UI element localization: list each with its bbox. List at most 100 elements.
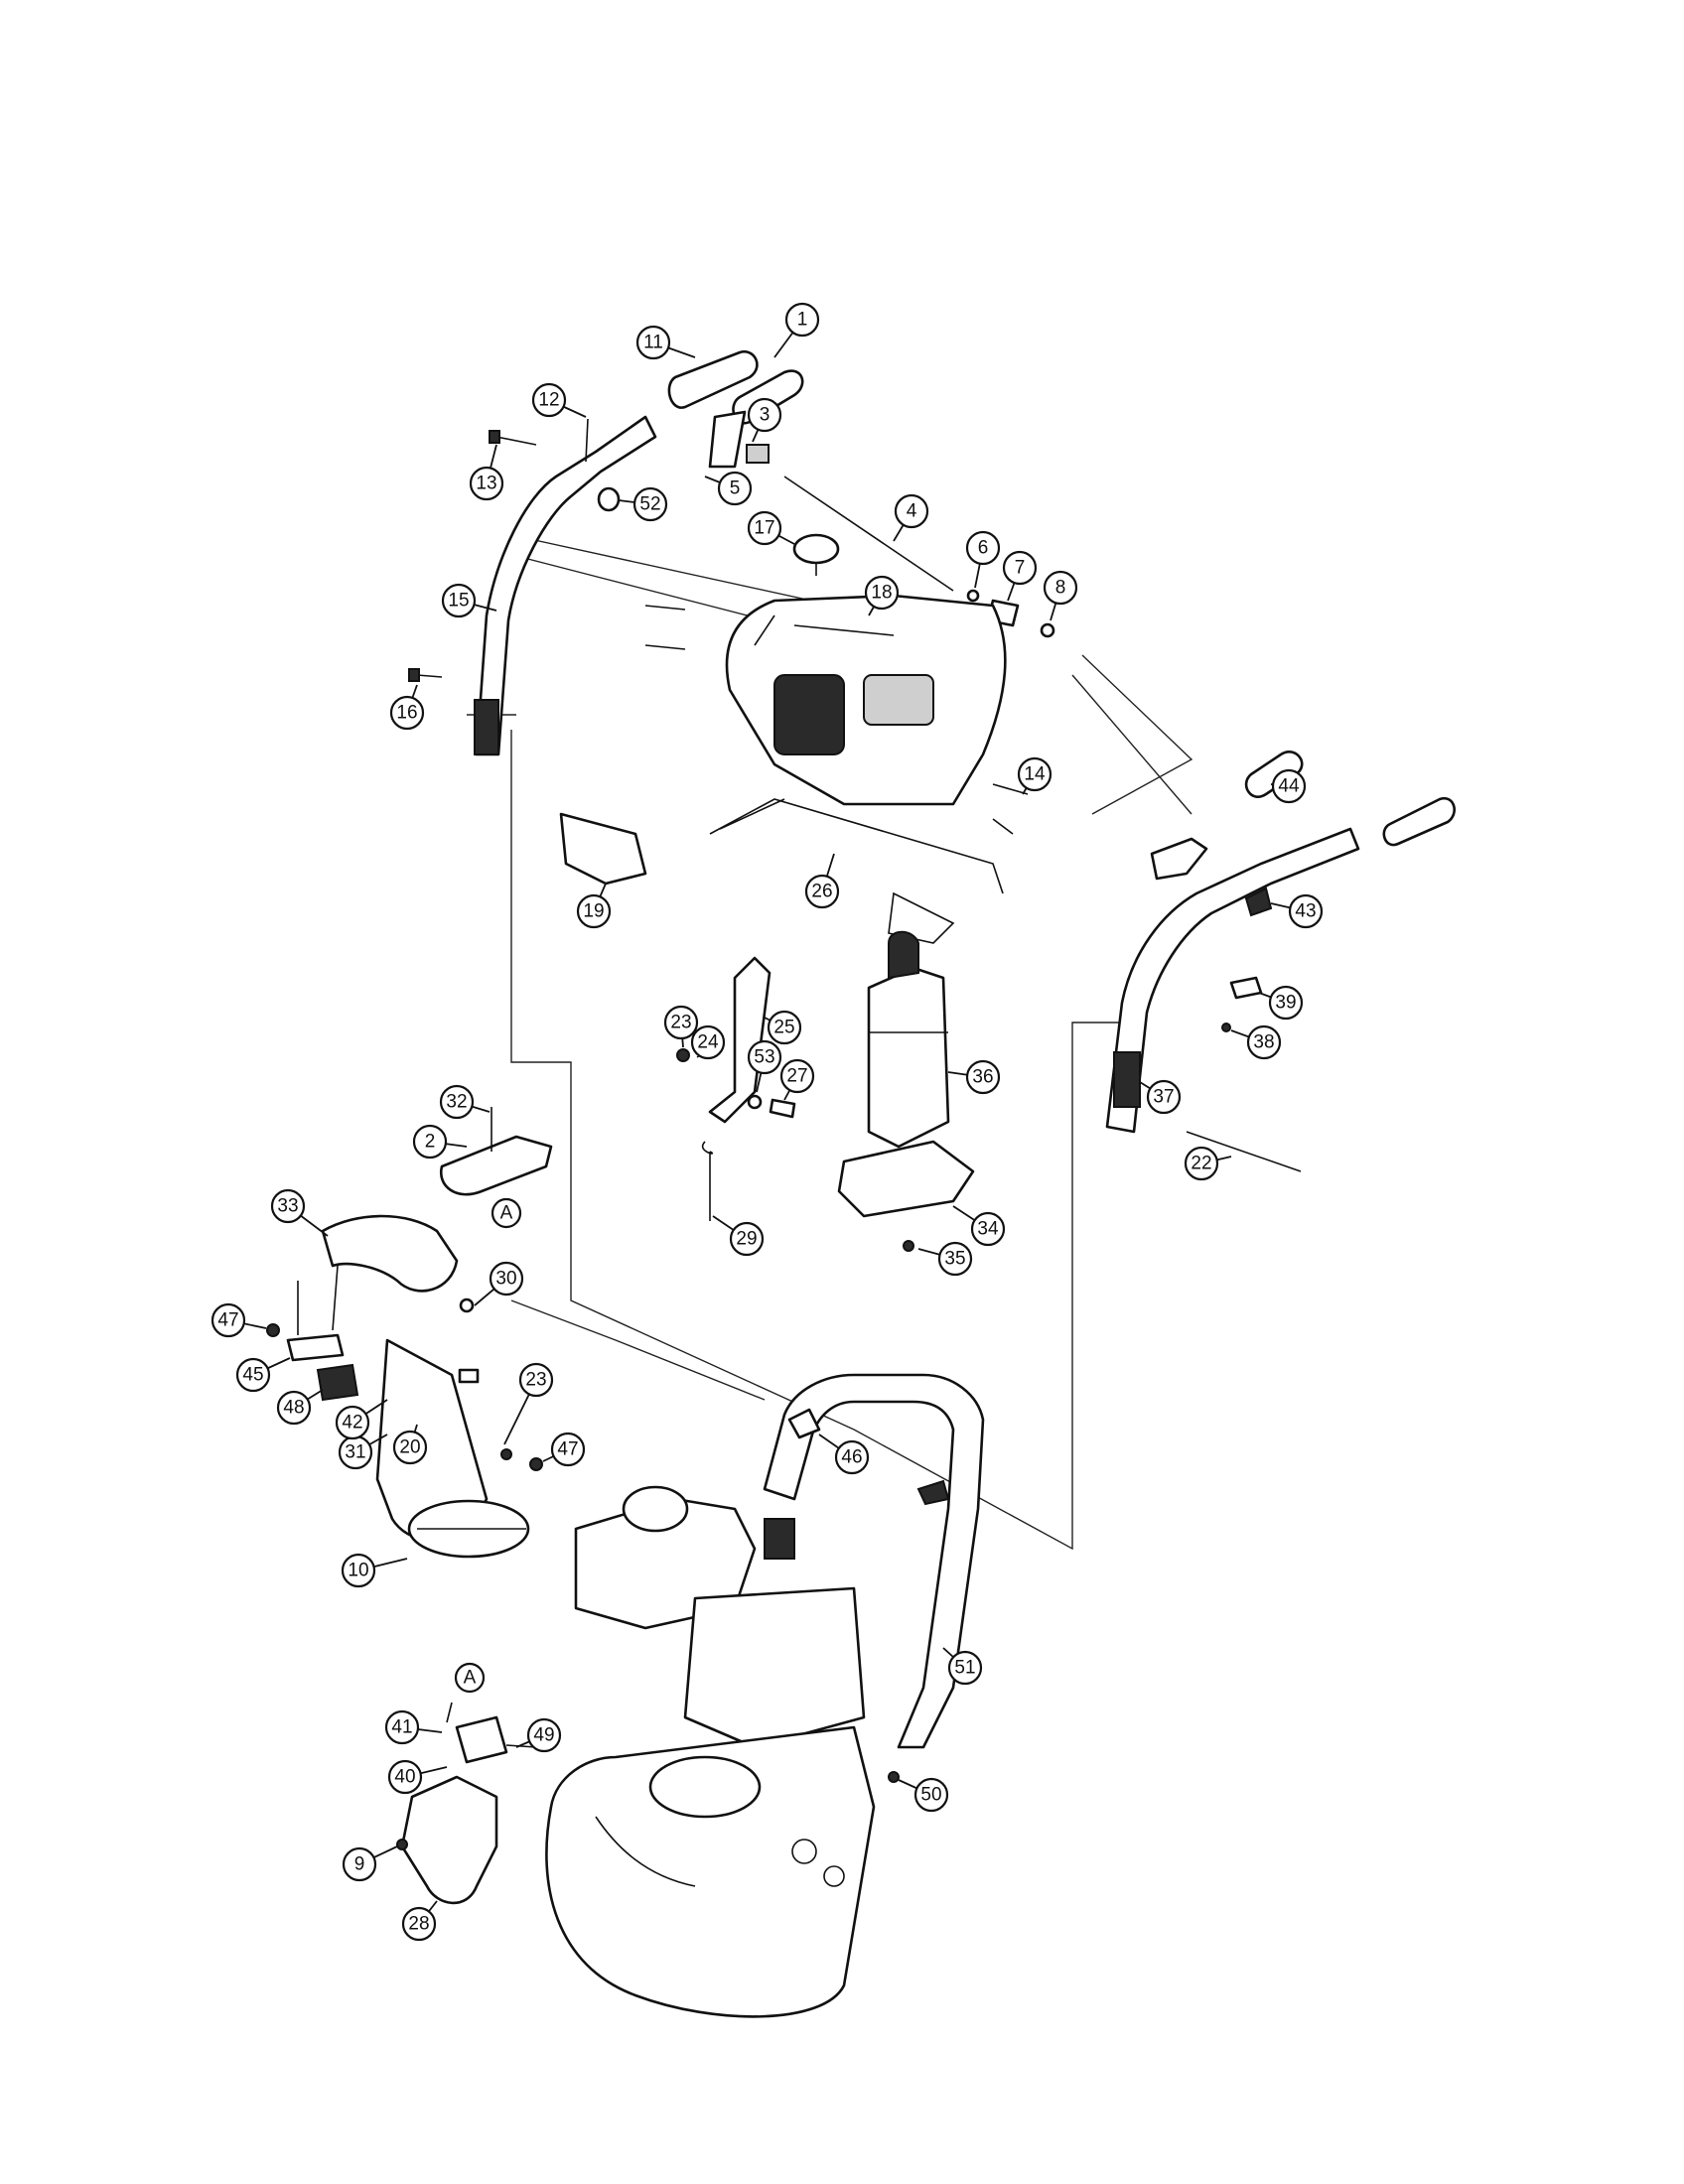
callout-number: 44 bbox=[1278, 776, 1300, 797]
screw bbox=[992, 783, 1029, 795]
callout-number: 28 bbox=[408, 1914, 429, 1935]
shift-lever-housing bbox=[867, 930, 950, 1149]
callout-48: 48 bbox=[276, 1389, 324, 1426]
callout-8: 8 bbox=[1043, 570, 1078, 621]
callout-circle bbox=[276, 1390, 312, 1426]
shift-rod-assembly bbox=[709, 798, 1004, 944]
callout-14: 14 bbox=[1017, 756, 1052, 795]
callout-26: 26 bbox=[804, 853, 840, 909]
chute bbox=[321, 1214, 459, 1293]
nut bbox=[966, 589, 980, 603]
engine-and-housing bbox=[545, 1373, 985, 2018]
callout-number: 43 bbox=[1295, 901, 1316, 922]
callout-number: 42 bbox=[342, 1413, 362, 1433]
callout-circle bbox=[1043, 570, 1078, 606]
callout-number: 48 bbox=[283, 1398, 304, 1419]
callout-circle bbox=[235, 1357, 271, 1393]
callout-45: 45 bbox=[235, 1357, 291, 1393]
callout-9: 9 bbox=[342, 1845, 398, 1882]
callout-number: 5 bbox=[730, 478, 741, 499]
callout-36: 36 bbox=[947, 1059, 1001, 1095]
callout-number: 31 bbox=[345, 1442, 365, 1463]
callout-3: 3 bbox=[747, 397, 782, 443]
callout-number: 8 bbox=[1055, 578, 1066, 599]
callout-20: 20 bbox=[392, 1424, 428, 1465]
left-grip bbox=[667, 349, 759, 409]
callout-number: 10 bbox=[348, 1561, 368, 1581]
callout-13: 13 bbox=[469, 444, 504, 501]
control-panel bbox=[725, 594, 1007, 806]
control-rod bbox=[783, 476, 954, 592]
callout-circle bbox=[717, 471, 753, 506]
callout-number: 33 bbox=[277, 1196, 298, 1217]
callout-circle bbox=[965, 1059, 1001, 1095]
callout-number: 37 bbox=[1153, 1087, 1174, 1108]
bolt-27 bbox=[769, 1098, 796, 1119]
callout-52: 52 bbox=[618, 486, 668, 522]
nut-23 bbox=[500, 1448, 512, 1460]
callout-circle bbox=[1002, 550, 1038, 586]
callout-49: 49 bbox=[515, 1717, 562, 1753]
callout-1: 1 bbox=[773, 302, 820, 358]
callout-number: 1 bbox=[797, 310, 808, 331]
bolt bbox=[644, 644, 686, 650]
callout-circle bbox=[1017, 756, 1052, 792]
callout-number: 3 bbox=[760, 405, 771, 426]
callout-number: 32 bbox=[446, 1092, 467, 1113]
callout-4: 4 bbox=[893, 493, 929, 542]
callout-number: 36 bbox=[972, 1067, 993, 1088]
callout-46: 46 bbox=[818, 1433, 870, 1475]
callout-circle bbox=[1288, 893, 1324, 929]
washer-30 bbox=[459, 1297, 475, 1313]
callout-23a: 23 bbox=[663, 1005, 699, 1048]
callout-circle bbox=[894, 493, 929, 529]
callout-6: 6 bbox=[965, 530, 1001, 589]
bracket-45 bbox=[286, 1333, 345, 1362]
callout-number: 34 bbox=[977, 1219, 999, 1240]
callout-39: 39 bbox=[1258, 985, 1304, 1021]
callout-circle bbox=[401, 1906, 437, 1942]
callout-43: 43 bbox=[1270, 893, 1324, 929]
callout-number: 26 bbox=[811, 882, 832, 902]
callout-circle bbox=[384, 1709, 420, 1745]
lever-plate bbox=[708, 956, 772, 1124]
callout-circle bbox=[747, 1039, 782, 1075]
callout-number: 30 bbox=[495, 1269, 516, 1290]
callout-circle bbox=[387, 1759, 423, 1795]
callout-circle bbox=[690, 1024, 726, 1060]
callout-circle bbox=[729, 1221, 765, 1257]
callout-number: 29 bbox=[736, 1229, 757, 1250]
bolt bbox=[495, 436, 537, 446]
nut bbox=[676, 1048, 690, 1062]
callout-12: 12 bbox=[531, 382, 587, 418]
bolt-long bbox=[416, 674, 443, 678]
callout-47b: 47 bbox=[542, 1432, 586, 1467]
knob-46 bbox=[787, 1408, 821, 1439]
callout-circle bbox=[947, 1650, 983, 1686]
callout-number: 27 bbox=[786, 1066, 807, 1087]
callout-circle bbox=[864, 575, 900, 611]
callout-circle bbox=[635, 325, 671, 360]
callout-number: 17 bbox=[754, 518, 774, 539]
callout-34: 34 bbox=[952, 1205, 1006, 1247]
callout-23b: 23 bbox=[503, 1362, 554, 1445]
callout-47a: 47 bbox=[210, 1302, 267, 1338]
callout-number: 9 bbox=[354, 1854, 365, 1875]
rod-49 bbox=[505, 1744, 537, 1748]
callout-circle bbox=[1268, 985, 1304, 1021]
callout-circle bbox=[1246, 1024, 1282, 1060]
callout-circle bbox=[632, 486, 668, 522]
callout-number: 47 bbox=[557, 1439, 578, 1460]
callout-number: 38 bbox=[1253, 1032, 1274, 1053]
callout-circle bbox=[804, 874, 840, 909]
callout-41: 41 bbox=[384, 1709, 443, 1745]
callout-number: 23 bbox=[525, 1370, 546, 1391]
callout-17: 17 bbox=[747, 510, 795, 546]
callout-circle bbox=[389, 695, 425, 731]
callout-circle bbox=[335, 1405, 370, 1440]
nut-small bbox=[1040, 622, 1055, 638]
callout-10: 10 bbox=[341, 1553, 408, 1588]
callout-circle bbox=[439, 1084, 475, 1120]
spacer bbox=[458, 1368, 480, 1384]
